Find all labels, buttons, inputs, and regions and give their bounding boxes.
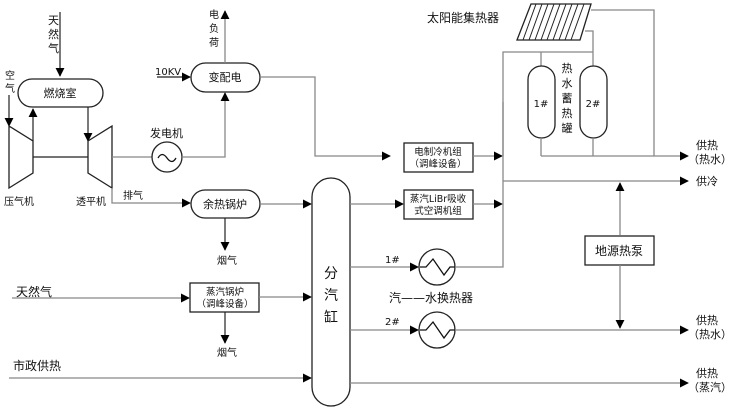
out-heat-water-1-label: 供热 <box>696 138 718 152</box>
steam-boiler-sublabel: （调峰设备） <box>196 298 253 310</box>
storage-tank-char: 热 <box>562 62 573 75</box>
hx1-label: 1# <box>385 255 400 266</box>
flue-gas-label: 烟气 <box>217 254 237 267</box>
hrsg: 余热锅炉 烟气 <box>190 189 312 267</box>
air-input: 空 气 <box>4 69 15 127</box>
municipal-heat-input: 市政供热 <box>9 358 312 383</box>
libr-chiller-sublabel: 式空调机组 <box>414 205 462 217</box>
steam-header-char: 分 <box>324 266 338 282</box>
electric-chiller: 电制冷机组 （调峰设备） <box>403 142 503 173</box>
zigzag-coil-icon <box>420 320 455 340</box>
compressor-label: 压气机 <box>4 195 34 208</box>
steam-header: 分 汽 缸 <box>311 177 351 407</box>
electric-chiller-label: 电制冷机组 <box>414 146 462 158</box>
turbine-label: 透平机 <box>76 195 106 208</box>
natural-gas-left-label: 天然气 <box>16 284 52 299</box>
steam-header-char: 缸 <box>324 309 338 326</box>
generator-label: 发电机 <box>150 126 183 140</box>
exhaust-line: 排气 <box>111 188 191 208</box>
solar-collector-label: 太阳能集热器 <box>427 10 499 25</box>
solar-collector: 太阳能集热器 <box>427 3 655 156</box>
tank2-label: 2# <box>586 99 601 110</box>
air-char: 空 <box>5 69 15 82</box>
combustor: 燃烧室 <box>17 78 104 108</box>
out-heat-steam-label: 供热 <box>696 366 718 380</box>
steam-boiler: 蒸汽锅炉 （调峰设备） 烟气 <box>189 282 312 359</box>
electric-load-char: 电 <box>209 8 219 21</box>
turbine: 透平机 <box>33 107 113 208</box>
storage-tank-char: 水 <box>562 77 573 90</box>
tank1-label: 1# <box>534 99 549 110</box>
air-char: 气 <box>5 82 15 95</box>
generator: 发电机 <box>112 92 230 173</box>
ac-sine-icon <box>157 153 177 163</box>
steam-header-char: 汽 <box>324 288 338 304</box>
zigzag-coil-icon <box>420 257 455 277</box>
flue-gas-label: 烟气 <box>217 346 237 359</box>
out-heat-water-2-label: 供热 <box>696 313 718 327</box>
storage-tank-char: 罐 <box>562 122 573 135</box>
storage-tank-char: 蓄 <box>562 92 573 105</box>
libr-absorption-chiller: 蒸汽LiBr吸收 式空调机组 <box>350 189 503 220</box>
storage-tank-char: 热 <box>562 107 573 120</box>
natural-gas-top-char: 然 <box>48 27 59 41</box>
heat-exchanger-label: 汽——水换热器 <box>389 290 473 305</box>
hrsg-label: 余热锅炉 <box>203 197 247 211</box>
electric-load-char: 荷 <box>209 37 219 49</box>
hot-water-storage-tanks: 1# 2# 热 水 蓄 热 罐 <box>502 51 689 161</box>
municipal-heat-label: 市政供热 <box>13 358 61 373</box>
natural-gas-top-char: 气 <box>48 41 59 55</box>
electric-load-char: 负 <box>209 22 219 35</box>
substation-label: 变配电 <box>209 70 242 84</box>
natural-gas-left-input: 天然气 <box>12 284 190 303</box>
exhaust-label: 排气 <box>123 189 143 202</box>
out-heat-water-1-sublabel: （热水） <box>688 153 731 166</box>
natural-gas-top-input: 天 然 气 <box>48 12 65 77</box>
electric-chiller-sublabel: （调峰设备） <box>409 158 466 170</box>
compressor: 压气机 <box>4 108 38 208</box>
libr-chiller-label: 蒸汽LiBr吸收 <box>410 193 467 205</box>
ground-source-heat-pump: 地源热泵 <box>584 182 655 329</box>
out-cooling-label: 供冷 <box>696 174 718 188</box>
heat-exchanger-2: 2# <box>350 311 689 349</box>
ground-source-hp-label: 地源热泵 <box>595 244 643 258</box>
combustor-label: 燃烧室 <box>44 86 77 100</box>
hx2-label: 2# <box>385 317 400 328</box>
out-heat-steam-sublabel: （蒸汽） <box>688 380 731 394</box>
out-heat-water-2-sublabel: （热水） <box>688 328 731 341</box>
grid-input-label: 10KV <box>155 67 181 78</box>
substation: 10KV 变配电 电 负 荷 <box>155 8 391 161</box>
heat-exchanger-1: 1# <box>350 102 504 286</box>
steam-boiler-label: 蒸汽锅炉 <box>206 286 244 298</box>
natural-gas-top-char: 天 <box>48 14 59 27</box>
outputs: 供热 （热水） 供冷 供热 （热水） 供热 （蒸汽） <box>688 138 731 394</box>
